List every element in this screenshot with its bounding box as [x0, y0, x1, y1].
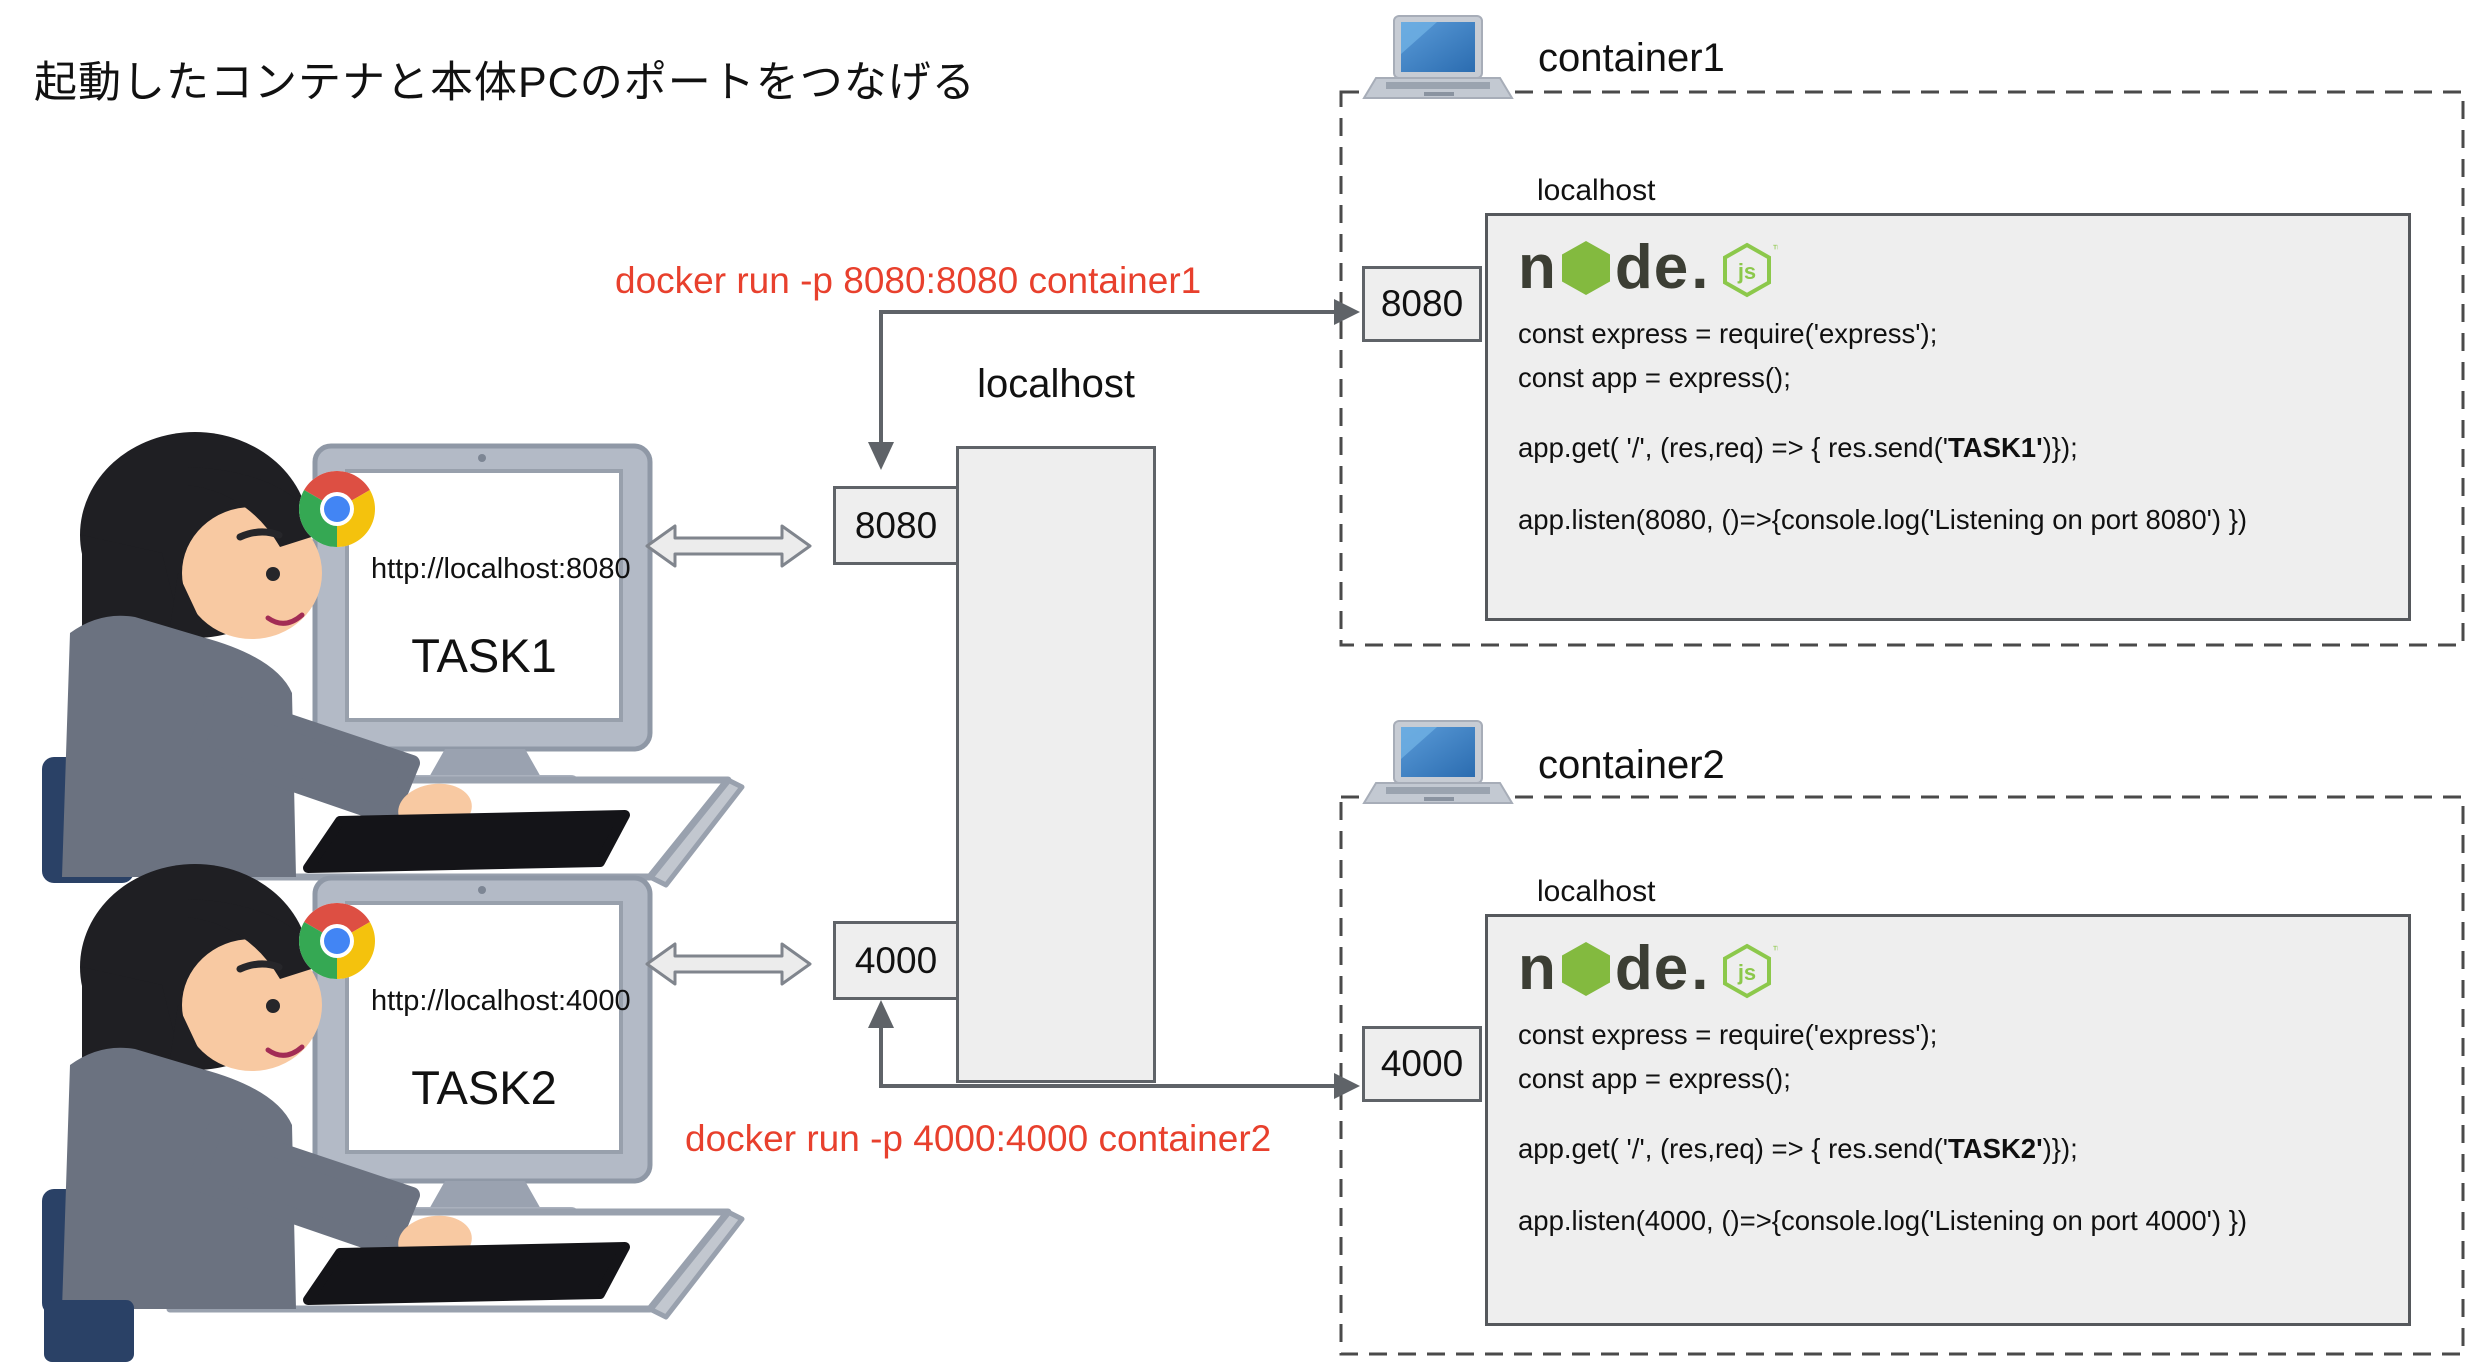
- host-port-4000-box: 4000: [833, 921, 959, 1000]
- nodejs-dot: .: [1691, 934, 1709, 1003]
- browser-page-text-1: TASK1: [411, 629, 557, 682]
- port-4000-mapping-arrow: [868, 1000, 1360, 1099]
- container2-code-box: n d e . js ™ const express = require('ex…: [1485, 914, 2411, 1326]
- laptop-icon: [1362, 15, 1514, 99]
- code-line: const app = express();: [1518, 362, 1791, 393]
- svg-text:js: js: [1737, 960, 1756, 985]
- nodejs-js-badge-icon: js ™: [1723, 242, 1778, 298]
- container2-localhost-label: localhost: [1537, 875, 1656, 908]
- nodejs-logo: n d e . js ™: [1518, 933, 2388, 1005]
- page-title: 起動したコンテナと本体PCのポートをつなげる: [34, 59, 976, 107]
- nodejs-hexagon-icon: [1561, 942, 1610, 996]
- container2-name: container2: [1538, 743, 1725, 787]
- port-8080-mapping-arrow: [868, 299, 1360, 470]
- nodejs-letter-n: n: [1518, 934, 1557, 1003]
- user2-host-double-arrow: [645, 942, 812, 986]
- user1-host-double-arrow: [645, 524, 812, 568]
- host-localhost-label: localhost: [977, 362, 1135, 406]
- nodejs-logo: n d e . js ™: [1518, 232, 2388, 304]
- nodejs-letter-e: e: [1653, 934, 1690, 1003]
- code-line: app.get( '/', (res,req) => { res.send('T…: [1518, 432, 2078, 463]
- svg-text:js: js: [1737, 259, 1756, 284]
- docker-run-command-1: docker run -p 8080:8080 container1: [615, 260, 1202, 301]
- nodejs-letter-d: d: [1614, 934, 1654, 1003]
- code-line: const express = require('express');: [1518, 318, 1938, 349]
- code-line: app.listen(4000, ()=>{console.log('Liste…: [1518, 1205, 2248, 1236]
- container1-code-box: n d e . js ™ const express = require('ex…: [1485, 213, 2411, 621]
- code-line: const app = express();: [1518, 1063, 1791, 1094]
- code-line: app.get( '/', (res,req) => { res.send('T…: [1518, 1133, 2078, 1164]
- nodejs-hexagon-icon: [1561, 241, 1610, 295]
- browser-page-text-2: TASK2: [411, 1061, 557, 1114]
- nodejs-js-badge-icon: js ™: [1723, 943, 1778, 999]
- container1-dashed-border: [1339, 90, 2465, 647]
- code-line: app.listen(8080, ()=>{console.log('Liste…: [1518, 504, 2248, 535]
- host-box: [956, 446, 1156, 1083]
- svg-text:™: ™: [1772, 242, 1778, 256]
- container1-name: container1: [1538, 36, 1725, 80]
- container1-localhost-label: localhost: [1537, 174, 1656, 207]
- container1-port-8080-box: 8080: [1362, 266, 1482, 342]
- nodejs-dot: .: [1691, 233, 1709, 302]
- nodejs-letter-d: d: [1614, 233, 1654, 302]
- host-port-8080-box: 8080: [833, 486, 959, 565]
- container2-dashed-border: [1339, 795, 2465, 1356]
- docker-run-command-2: docker run -p 4000:4000 container2: [685, 1118, 1272, 1159]
- laptop-icon: [1362, 720, 1514, 804]
- code-line: const express = require('express');: [1518, 1019, 1938, 1050]
- svg-text:™: ™: [1772, 943, 1778, 957]
- nodejs-letter-n: n: [1518, 233, 1557, 302]
- browser-url-1: http://localhost:8080: [371, 553, 631, 585]
- browser-url-2: http://localhost:4000: [371, 985, 631, 1017]
- nodejs-letter-e: e: [1653, 233, 1690, 302]
- container2-port-4000-box: 4000: [1362, 1026, 1482, 1102]
